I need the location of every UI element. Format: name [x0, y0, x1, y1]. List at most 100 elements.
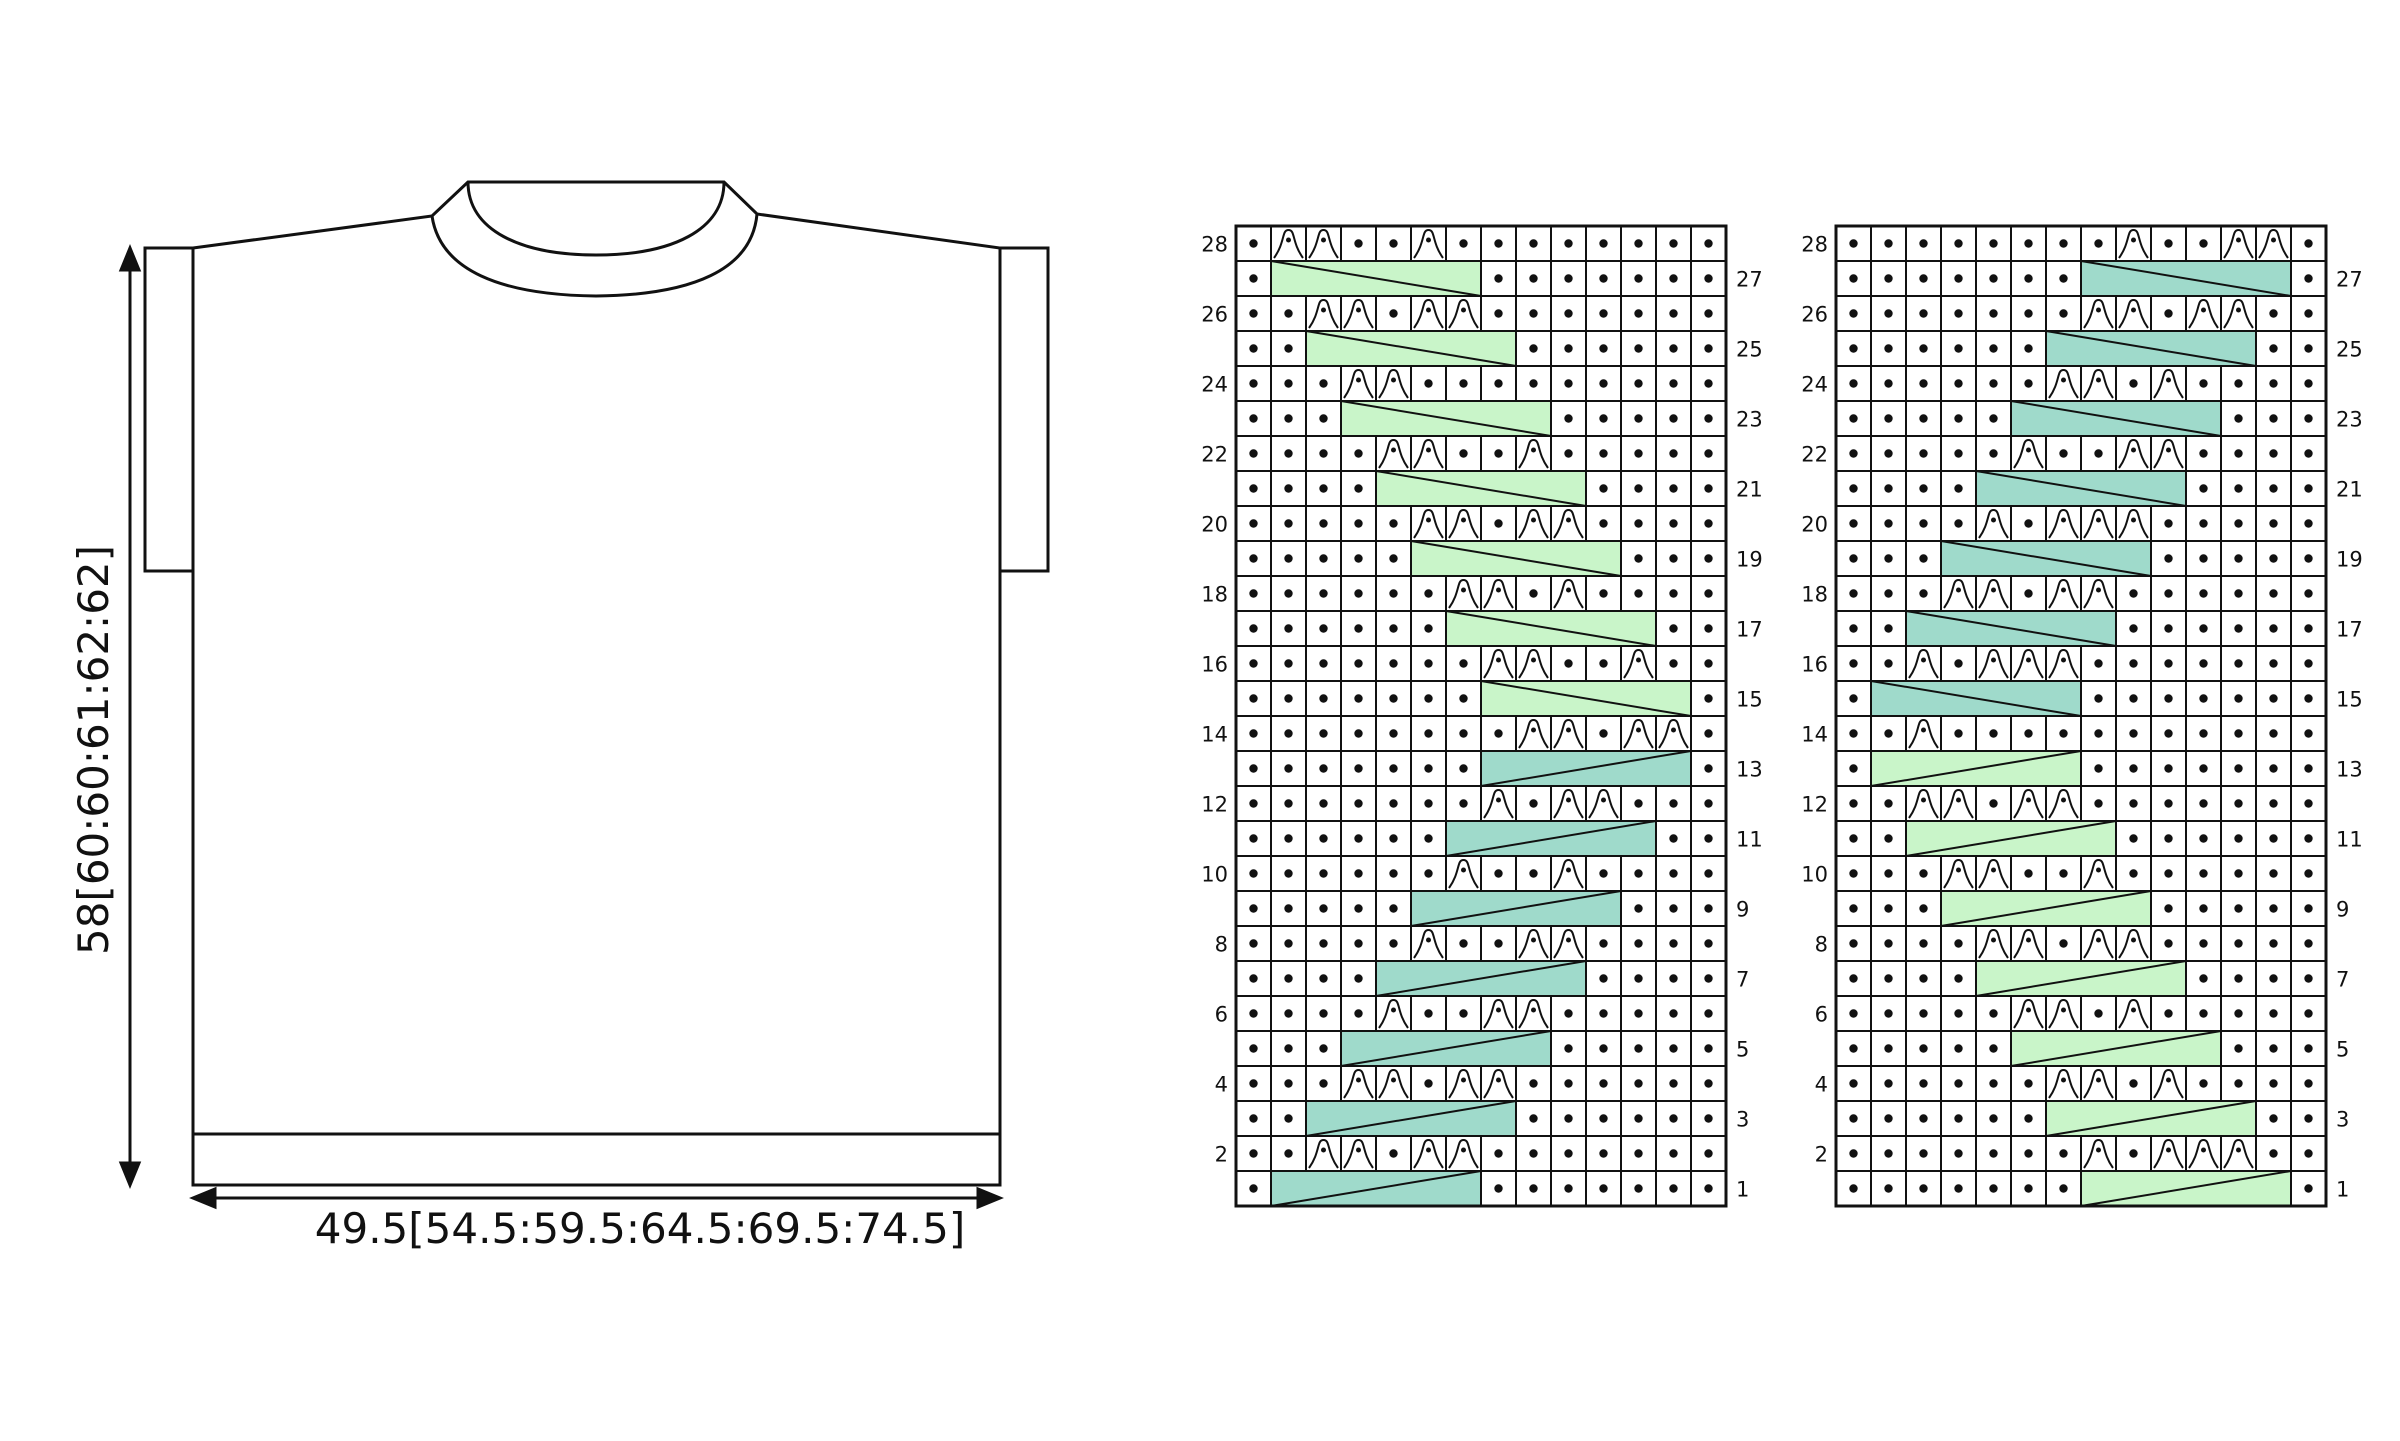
stitch-cell: [1585, 330, 1622, 367]
purl-dot: [2304, 904, 2313, 913]
purl-dot: [1919, 904, 1928, 913]
purl-dot: [2164, 869, 2173, 878]
twisted-stitch-symbol: [2188, 1138, 2219, 1169]
purl-dot: [2269, 344, 2278, 353]
purl-dot: [2164, 239, 2173, 248]
purl-dot: [1954, 939, 1963, 948]
stitch-cell: [1375, 925, 1412, 962]
purl-dot: [1954, 309, 1963, 318]
purl-dot: [1529, 309, 1538, 318]
stitch-cell: [2080, 225, 2117, 262]
twisted-stitch-symbol: [2153, 368, 2184, 399]
purl-dot: [2199, 239, 2208, 248]
row-number-label: 20: [1201, 513, 1228, 537]
purl-dot: [2164, 519, 2173, 528]
cable-diagonal: [1410, 540, 1622, 577]
purl-dot: [1704, 939, 1713, 948]
twisted-stitch-symbol: [1978, 508, 2009, 539]
purl-dot: [1564, 1114, 1573, 1123]
purl-dot: [1599, 869, 1608, 878]
twisted-stitch-symbol: [1343, 298, 1374, 329]
purl-dot: [1884, 1009, 1893, 1018]
row-number-label: 27: [1736, 268, 1763, 292]
purl-dot: [1354, 834, 1363, 843]
purl-dot: [2304, 1079, 2313, 1088]
twisted-stitch-symbol: [1908, 718, 1939, 749]
purl-dot: [1249, 869, 1258, 878]
twisted-stitch-symbol: [1943, 788, 1974, 819]
purl-dot: [1249, 764, 1258, 773]
purl-dot: [2234, 904, 2243, 913]
stitch-cell: [1515, 1135, 1552, 1172]
purl-dot: [2269, 834, 2278, 843]
purl-dot: [2304, 309, 2313, 318]
purl-dot: [2164, 939, 2173, 948]
purl-dot: [1919, 414, 1928, 423]
purl-dot: [1704, 274, 1713, 283]
row-number-label: 28: [1801, 233, 1828, 257]
twisted-stitch-symbol: [2153, 1068, 2184, 1099]
purl-dot: [1849, 834, 1858, 843]
twisted-stitch-symbol: [2118, 228, 2149, 259]
purl-dot: [1284, 589, 1293, 598]
purl-dot: [1284, 834, 1293, 843]
purl-dot: [1669, 974, 1678, 983]
purl-dot: [2129, 729, 2138, 738]
purl-dot: [1389, 624, 1398, 633]
purl-dot: [1704, 624, 1713, 633]
purl-dot: [1249, 834, 1258, 843]
purl-dot: [1919, 939, 1928, 948]
purl-dot: [1634, 519, 1643, 528]
purl-dot: [1849, 1114, 1858, 1123]
twisted-stitch-symbol: [2013, 438, 2044, 469]
purl-dot: [1424, 869, 1433, 878]
purl-dot: [1634, 484, 1643, 493]
purl-dot: [2269, 694, 2278, 703]
purl-dot: [1319, 939, 1328, 948]
purl-dot: [1849, 1149, 1858, 1158]
purl-dot: [2234, 449, 2243, 458]
purl-dot: [1704, 309, 1713, 318]
purl-dot: [1634, 869, 1643, 878]
purl-dot: [1564, 274, 1573, 283]
purl-dot: [2234, 974, 2243, 983]
twisted-stitch-symbol: [2258, 228, 2289, 259]
purl-dot: [2269, 379, 2278, 388]
purl-dot: [2129, 659, 2138, 668]
row-number-label: 16: [1801, 653, 1828, 677]
twisted-stitch-symbol: [1908, 648, 1939, 679]
purl-dot: [1669, 484, 1678, 493]
purl-dot: [1704, 1114, 1713, 1123]
purl-dot: [1634, 309, 1643, 318]
purl-dot: [1319, 449, 1328, 458]
purl-dot: [1669, 1044, 1678, 1053]
purl-dot: [2059, 239, 2068, 248]
twisted-stitch-symbol: [1553, 928, 1584, 959]
purl-dot: [1849, 379, 1858, 388]
purl-dot: [1354, 939, 1363, 948]
purl-dot: [1284, 904, 1293, 913]
purl-dot: [1634, 1149, 1643, 1158]
row-number-label: 3: [1736, 1108, 1749, 1132]
purl-dot: [1319, 414, 1328, 423]
purl-dot: [1529, 589, 1538, 598]
purl-dot: [2059, 274, 2068, 283]
twisted-stitch-symbol: [2013, 788, 2044, 819]
purl-dot: [1704, 554, 1713, 563]
purl-dot: [1884, 414, 1893, 423]
stitch-cell: [1870, 785, 1907, 822]
purl-dot: [2269, 1009, 2278, 1018]
twisted-stitch-symbol: [1518, 718, 1549, 749]
purl-dot: [2164, 589, 2173, 598]
purl-dot: [1249, 974, 1258, 983]
purl-dot: [2024, 729, 2033, 738]
purl-dot: [2164, 659, 2173, 668]
purl-dot: [1599, 1044, 1608, 1053]
twisted-stitch-symbol: [1553, 858, 1584, 889]
purl-dot: [1704, 904, 1713, 913]
purl-dot: [2094, 1009, 2103, 1018]
purl-dot: [1884, 834, 1893, 843]
purl-dot: [2234, 659, 2243, 668]
purl-dot: [2234, 869, 2243, 878]
purl-dot: [1704, 484, 1713, 493]
